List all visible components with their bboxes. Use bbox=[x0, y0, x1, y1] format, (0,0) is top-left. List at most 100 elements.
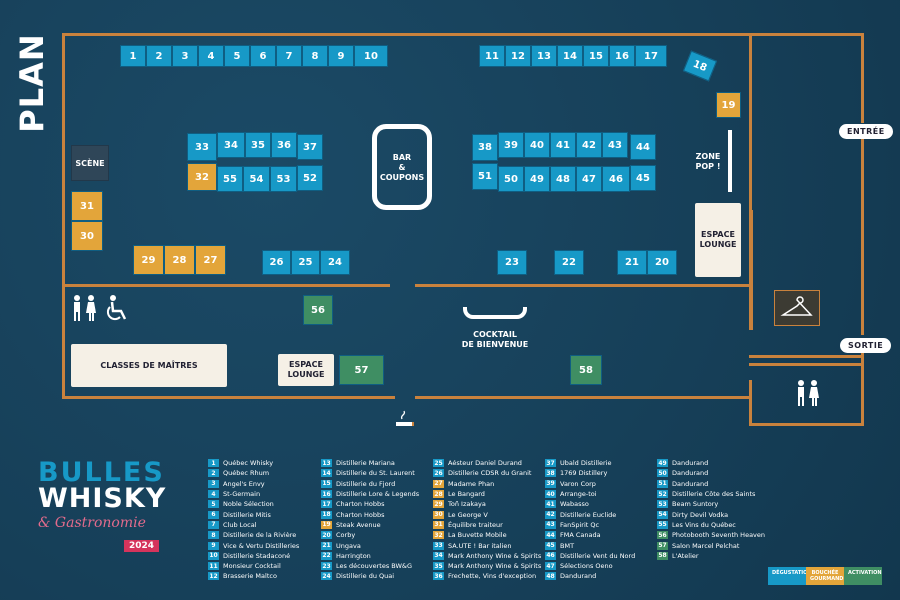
booth-3[interactable]: 3 bbox=[172, 45, 198, 67]
legend-item-number: 11 bbox=[208, 562, 219, 571]
zone-pop-divider bbox=[728, 130, 732, 192]
booth-46[interactable]: 46 bbox=[602, 166, 630, 192]
legend-item-number: 40 bbox=[545, 490, 556, 499]
booth-30[interactable]: 30 bbox=[71, 221, 103, 251]
booth-7[interactable]: 7 bbox=[276, 45, 302, 67]
booth-38[interactable]: 38 bbox=[472, 134, 498, 161]
booth-33[interactable]: 33 bbox=[187, 133, 217, 161]
booth-5[interactable]: 5 bbox=[224, 45, 250, 67]
wall-segment bbox=[62, 33, 752, 36]
booth-15[interactable]: 15 bbox=[583, 45, 609, 67]
booth-27[interactable]: 27 bbox=[195, 245, 226, 275]
booth-9[interactable]: 9 bbox=[328, 45, 354, 67]
booth-56[interactable]: 56 bbox=[303, 295, 333, 325]
booth-58[interactable]: 58 bbox=[570, 355, 602, 385]
booth-24[interactable]: 24 bbox=[320, 250, 350, 275]
booth-19[interactable]: 19 bbox=[716, 92, 741, 118]
booth-50[interactable]: 50 bbox=[498, 166, 524, 192]
legend-item-number: 37 bbox=[545, 459, 556, 468]
booth-20[interactable]: 20 bbox=[647, 250, 677, 275]
wall-segment bbox=[749, 33, 752, 330]
legend-item-number: 42 bbox=[545, 510, 556, 519]
legend-item-name: Ubald Distillerie bbox=[560, 459, 612, 468]
legend-item-name: Distillerie Stadaconé bbox=[223, 551, 291, 560]
legend-item-name: Distillerie Côte des Saints bbox=[672, 490, 756, 499]
booth-52[interactable]: 52 bbox=[297, 165, 323, 191]
legend-item-name: Distillerie de la Rivière bbox=[223, 531, 297, 540]
booth-34[interactable]: 34 bbox=[217, 132, 245, 158]
legend-item-number: 51 bbox=[657, 479, 668, 488]
booth-6[interactable]: 6 bbox=[250, 45, 276, 67]
booth-37[interactable]: 37 bbox=[297, 134, 323, 160]
booth-28[interactable]: 28 bbox=[164, 245, 195, 275]
espace-lounge-bottom[interactable]: ESPACE LOUNGE bbox=[278, 354, 334, 386]
legend-item-number: 29 bbox=[433, 500, 444, 509]
booth-42[interactable]: 42 bbox=[576, 132, 602, 158]
legend-item-number: 38 bbox=[545, 469, 556, 478]
legend-item-name: Dandurand bbox=[672, 479, 709, 488]
legend-item-number: 49 bbox=[657, 459, 668, 468]
booth-40[interactable]: 40 bbox=[524, 132, 550, 158]
booth-39[interactable]: 39 bbox=[498, 132, 524, 158]
legend-item-name: Distillerie Mitis bbox=[223, 510, 271, 519]
booth-36[interactable]: 36 bbox=[271, 132, 297, 158]
booth-26[interactable]: 26 bbox=[262, 250, 291, 275]
espace-lounge-right[interactable]: ESPACE LOUNGE bbox=[695, 203, 741, 277]
legend-item-name: 1769 Distillery bbox=[560, 469, 608, 478]
legend-item-name: L'Atelier bbox=[672, 551, 699, 560]
booth-29[interactable]: 29 bbox=[133, 245, 164, 275]
booth-13[interactable]: 13 bbox=[531, 45, 557, 67]
legend-item-number: 34 bbox=[433, 551, 444, 560]
booth-31[interactable]: 31 bbox=[71, 191, 103, 221]
booth-17[interactable]: 17 bbox=[635, 45, 667, 67]
scene-stage[interactable]: SCÈNE bbox=[71, 145, 109, 181]
booth-23[interactable]: 23 bbox=[497, 250, 527, 275]
booth-1[interactable]: 1 bbox=[120, 45, 146, 67]
legend-item-name: Beam Suntory bbox=[672, 500, 719, 509]
booth-43[interactable]: 43 bbox=[602, 132, 628, 158]
booth-4[interactable]: 4 bbox=[198, 45, 224, 67]
booth-2[interactable]: 2 bbox=[146, 45, 172, 67]
legend-item-name: Corby bbox=[336, 531, 356, 540]
booth-48[interactable]: 48 bbox=[550, 166, 576, 192]
booth-47[interactable]: 47 bbox=[576, 166, 602, 192]
legend-item-number: 46 bbox=[545, 551, 556, 560]
booth-35[interactable]: 35 bbox=[245, 132, 271, 158]
booth-14[interactable]: 14 bbox=[557, 45, 583, 67]
booth-44[interactable]: 44 bbox=[630, 134, 656, 160]
booth-53[interactable]: 53 bbox=[270, 166, 297, 192]
booth-11[interactable]: 11 bbox=[479, 45, 505, 67]
booth-51[interactable]: 51 bbox=[472, 163, 498, 190]
booth-16[interactable]: 16 bbox=[609, 45, 635, 67]
legend-item-number: 50 bbox=[657, 469, 668, 478]
booth-12[interactable]: 12 bbox=[505, 45, 531, 67]
wall-segment bbox=[415, 396, 752, 399]
booth-8[interactable]: 8 bbox=[302, 45, 328, 67]
booth-49[interactable]: 49 bbox=[524, 166, 550, 192]
booth-25[interactable]: 25 bbox=[291, 250, 320, 275]
legend-item-number: 9 bbox=[208, 541, 219, 550]
classes-de-maitres[interactable]: CLASSES DE MAÎTRES bbox=[71, 344, 227, 387]
booth-45[interactable]: 45 bbox=[630, 165, 656, 191]
legend-item-name: Aésteur Daniel Durand bbox=[448, 459, 522, 468]
booth-54[interactable]: 54 bbox=[243, 166, 270, 192]
booth-21[interactable]: 21 bbox=[617, 250, 647, 275]
booth-32[interactable]: 32 bbox=[187, 163, 217, 191]
booth-41[interactable]: 41 bbox=[550, 132, 576, 158]
booth-10[interactable]: 10 bbox=[354, 45, 388, 67]
booth-22[interactable]: 22 bbox=[554, 250, 584, 275]
booth-57[interactable]: 57 bbox=[339, 355, 384, 385]
bar-counter[interactable] bbox=[372, 124, 432, 210]
booth-55[interactable]: 55 bbox=[217, 166, 243, 192]
legend-item-number: 17 bbox=[321, 500, 332, 509]
legend-item-number: 47 bbox=[545, 562, 556, 571]
vestiaire-area[interactable] bbox=[774, 290, 820, 326]
